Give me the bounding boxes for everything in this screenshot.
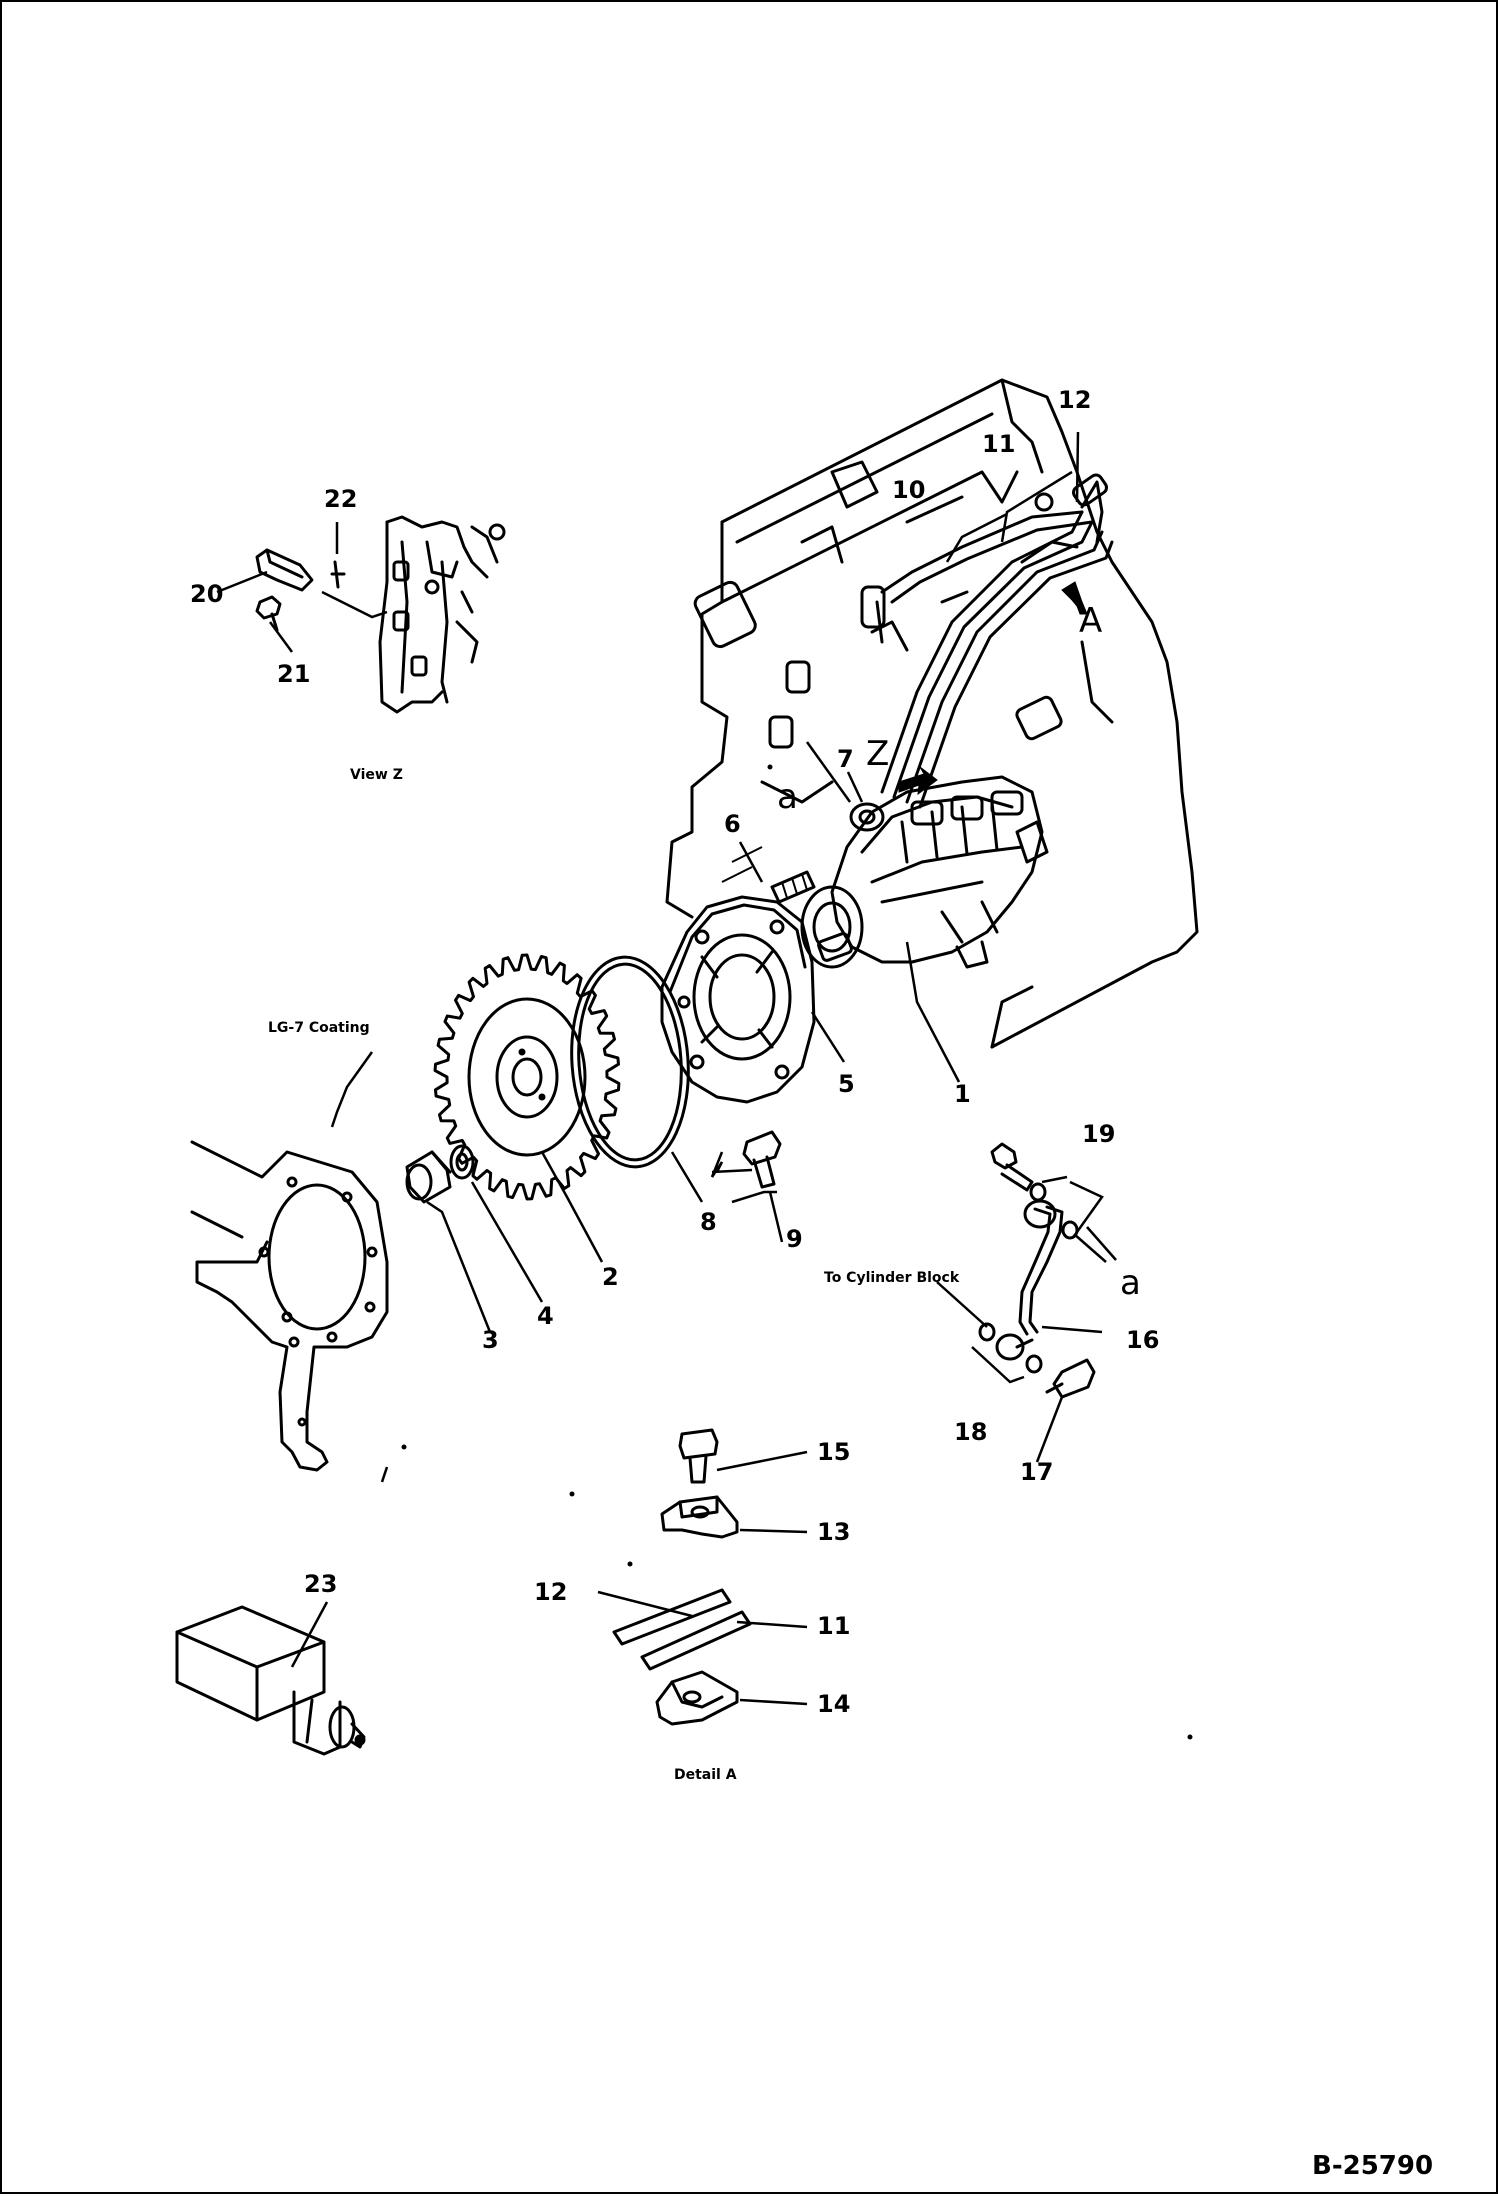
callout-14: 14 (817, 1690, 850, 1718)
caption-lg7-coating: LG-7 Coating (268, 1020, 370, 1036)
callout-1: 1 (954, 1080, 971, 1108)
drawing-code: B-25790 (1312, 2151, 1433, 2181)
view-marker-a-upper: A (1079, 601, 1102, 641)
callout-12: 12 (1058, 386, 1091, 414)
captions: View Z LG-7 Coating To Cylinder Block De… (268, 767, 960, 1783)
callout-8: 8 (700, 1208, 717, 1236)
callout-16: 16 (1126, 1326, 1159, 1354)
callout-numbers: 1 2 3 4 5 6 7 8 9 10 11 12 12 11 13 14 1… (190, 386, 1159, 1718)
view-markers: Z A a a (777, 601, 1141, 1303)
callout-10: 10 (892, 476, 925, 504)
callout-2: 2 (602, 1263, 619, 1291)
o-ring (570, 955, 690, 1169)
flange-bolt (742, 1130, 782, 1189)
direction-arrows (898, 581, 1088, 796)
callout-23: 23 (304, 1570, 337, 1598)
callout-7: 7 (837, 745, 854, 773)
gear-nut (405, 1150, 452, 1204)
pump-gear (433, 953, 621, 1201)
view-marker-a-pipe: a (1120, 1263, 1141, 1303)
view-z-detail (255, 515, 506, 714)
callout-18: 18 (954, 1418, 987, 1446)
callout-5: 5 (838, 1070, 855, 1098)
pump-flange (660, 895, 816, 1104)
caption-detail-a: Detail A (674, 1767, 737, 1783)
view-marker-z: Z (866, 734, 889, 774)
callout-11-detail: 11 (817, 1612, 850, 1640)
callout-19: 19 (1082, 1120, 1115, 1148)
engine-block (665, 378, 1199, 1049)
detail-a-clamp (612, 1428, 752, 1726)
callout-22: 22 (324, 485, 357, 513)
callout-12-detail: 12 (534, 1578, 567, 1606)
callout-21: 21 (277, 660, 310, 688)
callout-9: 9 (786, 1225, 803, 1253)
timing-tool (175, 1605, 366, 1756)
gasket (190, 1140, 389, 1472)
callout-17: 17 (1020, 1458, 1053, 1486)
injection-pump (800, 775, 1049, 969)
view-marker-a-lower: a (777, 777, 798, 817)
caption-view-z: View Z (350, 767, 403, 783)
callout-15: 15 (817, 1438, 850, 1466)
callout-3: 3 (482, 1326, 499, 1354)
oil-pipe-assembly (971, 1142, 1104, 1399)
callout-6: 6 (724, 810, 741, 838)
stud (770, 870, 816, 904)
callout-13: 13 (817, 1518, 850, 1546)
specks (401, 764, 1193, 1740)
lock-washer (449, 1144, 475, 1180)
leader-lines (216, 431, 1117, 1706)
callout-20: 20 (190, 580, 223, 608)
callout-4: 4 (537, 1302, 554, 1330)
caption-to-cylinder-block: To Cylinder Block (824, 1270, 960, 1286)
callout-11: 11 (982, 430, 1015, 458)
nut (849, 802, 885, 832)
injection-pipes (860, 473, 1114, 809)
